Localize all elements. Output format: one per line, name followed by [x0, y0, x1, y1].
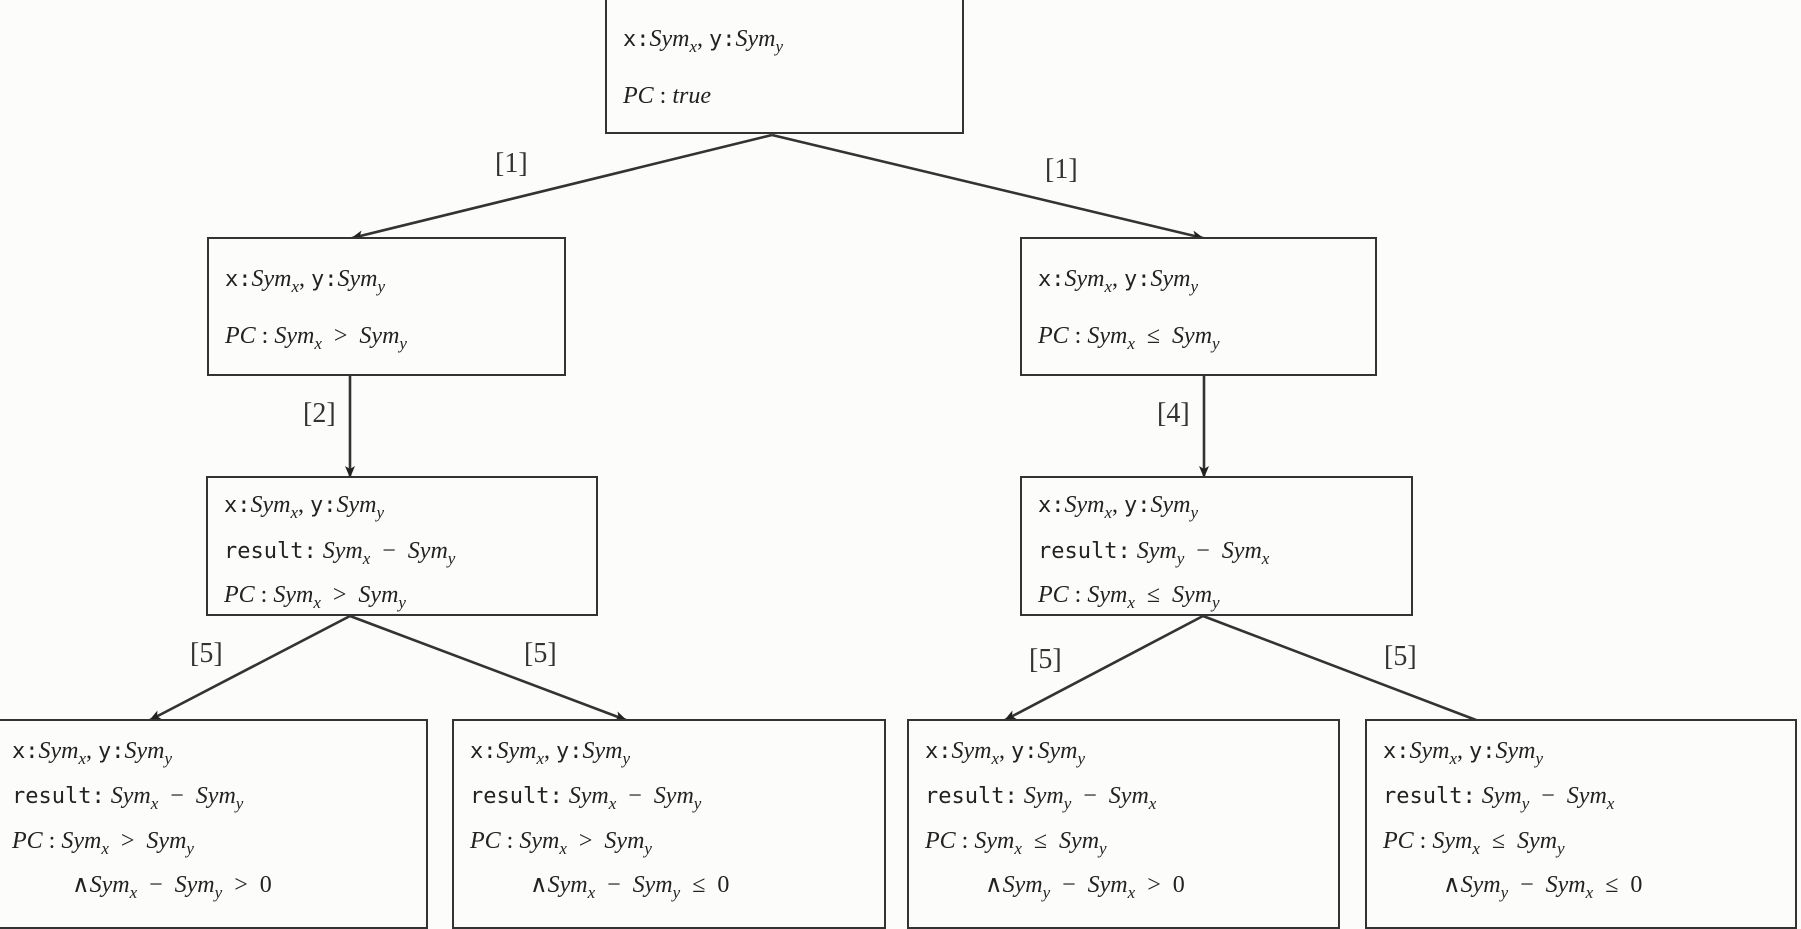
node-result: result: Symx − Symy	[12, 783, 244, 813]
edge-root-to-gt	[351, 133, 773, 241]
node-vars: x:Symx, y:Symy	[224, 492, 385, 522]
node-leaf4: x:Symx, y:Symy result: Symy − Symx PC : …	[1365, 719, 1797, 929]
node-root: x:Symx, y:Symy PC : true	[605, 0, 964, 134]
node-pc: PC : Symx > Symy	[12, 828, 194, 858]
node-leaf3: x:Symx, y:Symy result: Symy − Symx PC : …	[907, 719, 1340, 929]
node-pc: PC : Symx ≤ Symy	[1038, 582, 1220, 612]
edge-label-gt-result: [2]	[303, 398, 336, 429]
edge-gt-result-to-leaf1	[149, 614, 351, 722]
node-pc: PC : Symx > Symy	[225, 323, 407, 353]
node-pc: PC : Symx ≤ Symy	[1038, 323, 1220, 353]
node-pc: PC : Symx > Symy	[470, 828, 652, 858]
node-pc-conjunct: ∧Symy − Symx > 0	[985, 872, 1185, 902]
edge-label-root-gt: [1]	[495, 148, 528, 179]
edge-le-result-to-leaf4	[1202, 614, 1477, 722]
node-leaf2: x:Symx, y:Symy result: Symx − Symy PC : …	[452, 719, 886, 929]
node-pc-conjunct: ∧Symy − Symx ≤ 0	[1443, 872, 1643, 902]
node-pc: PC : Symx ≤ Symy	[1383, 828, 1565, 858]
node-gt-result: x:Symx, y:Symy result: Symx − Symy PC : …	[206, 476, 598, 616]
edge-label-le-leaf4: [5]	[1384, 641, 1417, 672]
node-le: x:Symx, y:Symy PC : Symx ≤ Symy	[1020, 237, 1377, 376]
node-vars: x:Symx, y:Symy	[12, 738, 173, 768]
node-leaf1: x:Symx, y:Symy result: Symx − Symy PC : …	[0, 719, 428, 929]
edge-label-root-le: [1]	[1045, 154, 1078, 185]
node-pc: PC : Symx ≤ Symy	[925, 828, 1107, 858]
node-result: result: Symy − Symx	[925, 783, 1157, 813]
edge-gt-result-to-leaf2	[349, 614, 627, 722]
edge-label-gt-leaf2: [5]	[524, 638, 557, 669]
node-vars: x:Symx, y:Symy	[1038, 492, 1199, 522]
node-vars: x:Symx, y:Symy	[1038, 266, 1199, 296]
node-vars: x:Symx, y:Symy	[225, 266, 386, 296]
edge-label-gt-leaf1: [5]	[190, 638, 223, 669]
edge-le-result-to-leaf3	[1004, 614, 1204, 722]
edge-label-le-result: [4]	[1157, 398, 1190, 429]
node-vars: x:Symx, y:Symy	[623, 26, 784, 56]
node-vars: x:Symx, y:Symy	[1383, 738, 1544, 768]
node-result: result: Symx − Symy	[224, 538, 456, 568]
node-gt: x:Symx, y:Symy PC : Symx > Symy	[207, 237, 566, 376]
edge-root-to-le	[771, 133, 1204, 241]
node-le-result: x:Symx, y:Symy result: Symy − Symx PC : …	[1020, 476, 1413, 616]
node-vars: x:Symx, y:Symy	[925, 738, 1086, 768]
node-pc: PC : Symx > Symy	[224, 582, 406, 612]
node-pc: PC : true	[623, 83, 712, 109]
node-vars: x:Symx, y:Symy	[470, 738, 631, 768]
node-pc-conjunct: ∧Symx − Symy ≤ 0	[530, 872, 730, 902]
node-result: result: Symy − Symx	[1038, 538, 1270, 568]
node-result: result: Symy − Symx	[1383, 783, 1615, 813]
node-pc-conjunct: ∧Symx − Symy > 0	[72, 872, 272, 902]
node-result: result: Symx − Symy	[470, 783, 702, 813]
edge-label-le-leaf3: [5]	[1029, 644, 1062, 675]
